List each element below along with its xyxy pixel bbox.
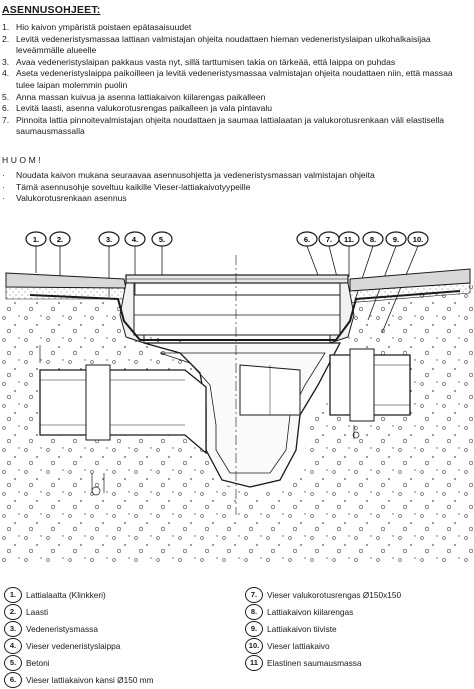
legend-number: 6.: [4, 671, 22, 688]
legend-text: Elastinen saumausmassa: [267, 657, 362, 668]
bullet-icon: ·: [2, 170, 5, 180]
outlet-pipe-left: [39, 369, 207, 455]
step-text: Pinnoita lattia pinnoitevalmistajan ohje…: [16, 114, 445, 137]
legend-text: Lattialaatta (Klinkkeri): [26, 589, 106, 600]
tile-left: [5, 272, 127, 289]
legend-text: Vedeneristysmassa: [26, 623, 98, 634]
callout-label: 8.: [370, 235, 376, 244]
legend-text: Vieser lattiakaivon kansi Ø150 mm: [26, 674, 154, 685]
legend-right: 7. Vieser valukorotusrengas Ø150x150 8. La…: [245, 586, 401, 671]
legend-number: 1.: [4, 586, 22, 603]
legend-item: 3. Vedeneristysmassa: [4, 620, 154, 637]
legend-item: 7. Vieser valukorotusrengas Ø150x150: [245, 586, 401, 603]
legend-text: Lattiakaivon tiiviste: [267, 623, 337, 634]
legend-number: 5.: [4, 654, 22, 671]
callout-label: 6.: [304, 235, 310, 244]
legend-item: 8. Lattiakaivon kiilarengas: [245, 603, 401, 620]
installation-steps: 1. Hio kaivon ympäristä poistaen epätasai…: [2, 22, 470, 138]
legend-item: 2. Laasti: [4, 603, 154, 620]
step-item: 3. Avaa vedeneristyslaipan pakkaus vasta …: [2, 57, 470, 69]
legend-number: 3.: [4, 620, 22, 637]
note-text: Noudata kaivon mukana seuraavaa asennuso…: [16, 170, 375, 180]
callout-group-left: 1. 2. 3. 4. 5.: [25, 231, 173, 247]
legend-text: Vieser lattiakaivo: [267, 640, 330, 651]
step-number: 2.: [2, 33, 10, 44]
note-item: · Tämä asennusohje soveltuu kaikille Vies…: [2, 182, 375, 194]
callout-label: 11.: [344, 235, 354, 244]
step-text: Levitä laasti, asenna valukorotusrengas …: [16, 103, 273, 114]
step-number: 6.: [2, 103, 10, 114]
legend-left: 1. Lattialaatta (Klinkkeri) 2. Laasti 3. Ve…: [4, 586, 154, 688]
callout-group-right: 6. 7. 11. 8. 9. 10.: [296, 231, 429, 247]
legend-item: 9. Lattiakaivon tiiviste: [245, 620, 401, 637]
floor-drain-cross-section: 1. 2. 3. 4. 5. 6. 7. 11. 8. 9. 10.: [0, 231, 474, 565]
step-text: Levitä vedeneristysmassaa lattiaan valmi…: [16, 33, 431, 56]
callout-label: 1.: [33, 235, 39, 244]
step-item: 2. Levitä vedeneristysmassaa lattiaan val…: [2, 34, 470, 57]
bullet-icon: ·: [2, 193, 5, 204]
callout-label: 4.: [132, 235, 138, 244]
page-title: ASENNUSOHJEET:: [2, 4, 101, 16]
legend-item: 6. Vieser lattiakaivon kansi Ø150 mm: [4, 671, 154, 688]
callout-label: 3.: [106, 235, 112, 244]
notes-list: · Noudata kaivon mukana seuraavaa asennus…: [2, 170, 375, 205]
step-item: 1. Hio kaivon ympäristä poistaen epätasai…: [2, 22, 470, 34]
step-text: Aseta vedeneristyslaippa paikoilleen ja …: [16, 68, 453, 90]
step-number: 1.: [2, 22, 10, 32]
legend-number: 10.: [245, 637, 263, 654]
note-heading: HUOM!: [2, 155, 44, 165]
legend-text: Vieser vedeneristyslaippa: [26, 640, 121, 651]
legend-item: 5. Betoni: [4, 654, 154, 671]
legend-number: 9.: [245, 620, 263, 637]
legend-item: 4. Vieser vedeneristyslaippa: [4, 637, 154, 654]
callout-label: 9.: [393, 235, 399, 244]
legend-item: 1. Lattialaatta (Klinkkeri): [4, 586, 154, 603]
callout-label: 2.: [57, 235, 63, 244]
legend-number: 11: [245, 654, 263, 671]
step-number: 7.: [2, 114, 10, 125]
legend-number: 8.: [245, 603, 263, 620]
step-text: Anna massan kuivua ja asenna lattiakaivo…: [16, 91, 266, 102]
step-number: 4.: [2, 68, 10, 79]
note-item: · Noudata kaivon mukana seuraavaa asennus…: [2, 170, 375, 182]
callout-label: 10.: [413, 235, 423, 244]
legend-text: Betoni: [26, 657, 50, 668]
note-text: Valukorotusrenkaan asennus: [16, 193, 127, 204]
note-text: Tämä asennusohje soveltuu kaikille Viese…: [16, 181, 251, 192]
step-item: 5. Anna massan kuivua ja asenna lattiakai…: [2, 92, 470, 104]
step-number: 3.: [2, 56, 10, 67]
callout-label: 5.: [159, 235, 165, 244]
step-item: 6. Levitä laasti, asenna valukorotusrenga…: [2, 103, 470, 115]
legend-number: 7.: [245, 586, 263, 603]
legend-number: 2.: [4, 603, 22, 620]
note-item: · Valukorotusrenkaan asennus: [2, 193, 375, 205]
step-text: Hio kaivon ympäristä poistaen epätasaisu…: [16, 22, 192, 32]
legend-number: 4.: [4, 637, 22, 654]
legend-text: Vieser valukorotusrengas Ø150x150: [267, 589, 402, 600]
step-item: 7. Pinnoita lattia pinnoitevalmistajan oh…: [2, 115, 470, 138]
legend-item: 11 Elastinen saumausmassa: [245, 654, 401, 671]
step-text: Avaa vedeneristyslaipan pakkaus vasta ny…: [16, 56, 396, 67]
legend-item: 10. Vieser lattiakaivo: [245, 637, 401, 654]
legend-text: Lattiakaivon kiilarengas: [267, 606, 354, 617]
callout-label: 7.: [326, 235, 332, 244]
step-number: 5.: [2, 91, 10, 102]
step-item: 4. Aseta vedeneristyslaippa paikoilleen j…: [2, 68, 470, 91]
bullet-icon: ·: [2, 181, 5, 192]
legend-text: Laasti: [26, 606, 49, 617]
